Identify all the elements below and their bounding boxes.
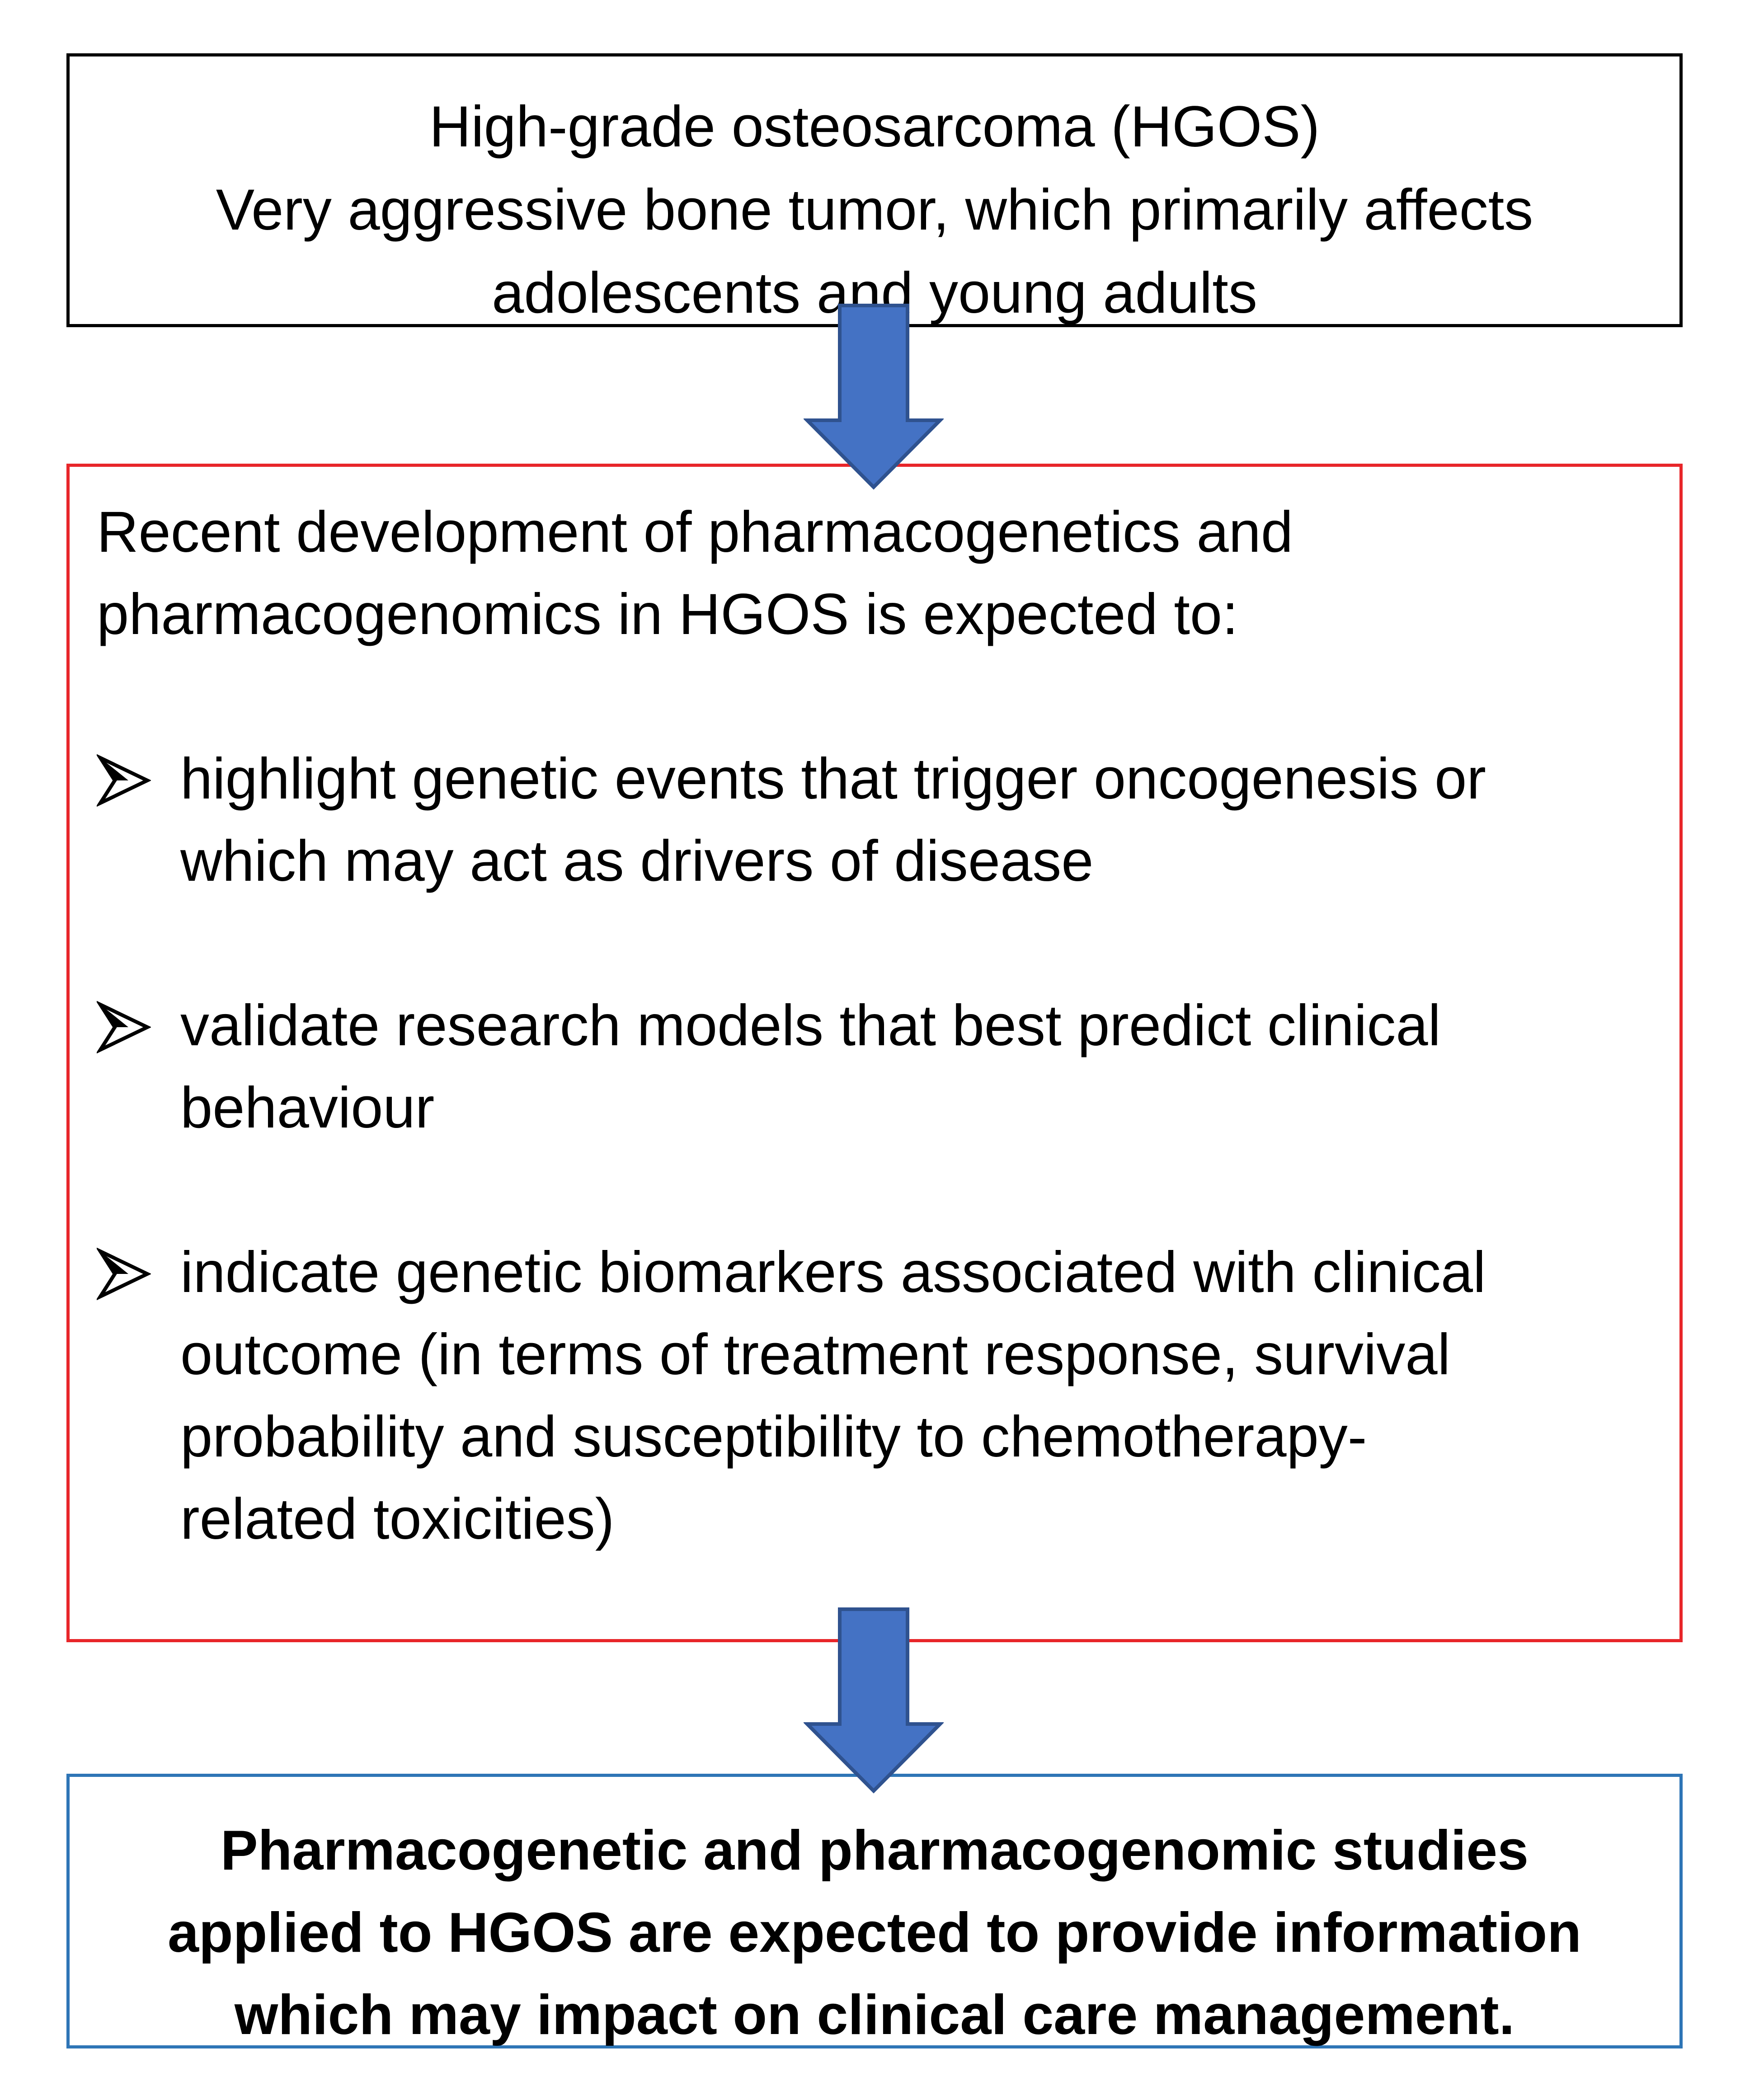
bullet-line: validate research models that best predi…: [180, 993, 1441, 1058]
intro-line: Recent development of pharmacogenetics a…: [97, 500, 1293, 564]
bullet-line: which may act as drivers of disease: [180, 829, 1094, 893]
bullet-item: validate research models that best predi…: [97, 985, 1652, 1149]
box1-line: High-grade osteosarcoma (HGOS): [429, 94, 1320, 159]
intro-line: pharmacogenomics in HGOS is expected to:: [97, 582, 1238, 647]
bullet-line: highlight genetic events that trigger on…: [180, 747, 1486, 811]
expectations-box: Recent development of pharmacogenetics a…: [66, 464, 1683, 1642]
box1-line: Very aggressive bone tumor, which primar…: [216, 178, 1533, 242]
arrowhead-bullet-icon: [97, 1001, 151, 1054]
bullet-line: probability and susceptibility to chemot…: [180, 1405, 1367, 1469]
conclusion-line: which may impact on clinical care manage…: [234, 1984, 1515, 2046]
bullet-item: highlight genetic events that trigger on…: [97, 738, 1652, 902]
arrowhead-bullet-icon: [97, 1247, 151, 1301]
expectations-intro: Recent development of pharmacogenetics a…: [97, 491, 1652, 656]
bullet-item: indicate genetic biomarkers associated w…: [97, 1231, 1652, 1560]
arrowhead-bullet-icon: [97, 754, 151, 807]
hgos-definition-box: High-grade osteosarcoma (HGOS) Very aggr…: [66, 53, 1683, 327]
down-arrow-icon: [804, 1607, 944, 1794]
bullet-line: behaviour: [180, 1076, 435, 1140]
bullet-line: outcome (in terms of treatment response,…: [180, 1322, 1450, 1387]
conclusion-line: applied to HGOS are expected to provide …: [167, 1902, 1582, 1964]
bullet-line: indicate genetic biomarkers associated w…: [180, 1240, 1486, 1305]
bullet-line: related toxicities): [180, 1487, 615, 1551]
conclusion-line: Pharmacogenetic and pharmacogenomic stud…: [220, 1819, 1529, 1882]
conclusion-box: Pharmacogenetic and pharmacogenomic stud…: [66, 1774, 1683, 2048]
down-arrow-icon: [804, 304, 944, 490]
